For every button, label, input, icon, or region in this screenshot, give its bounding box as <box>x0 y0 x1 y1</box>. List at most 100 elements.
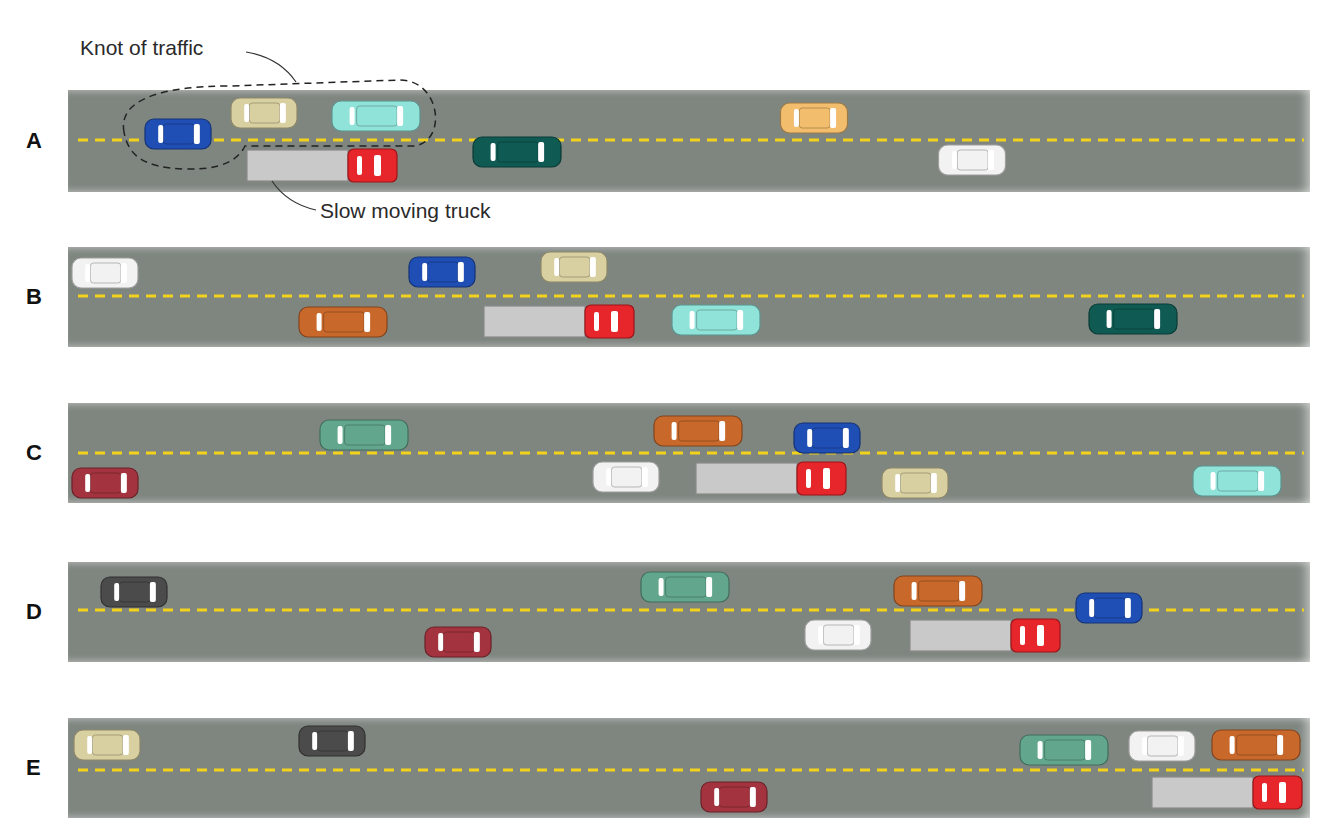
car-rear-window <box>85 264 90 282</box>
car-body <box>74 730 140 760</box>
car-symbol <box>299 307 387 337</box>
car-symbol <box>145 119 211 149</box>
car-roof <box>443 632 473 652</box>
truck-windshield <box>611 311 618 332</box>
car-rear-window <box>438 633 443 651</box>
road-band: B <box>68 247 1310 347</box>
car-roof <box>90 263 120 283</box>
car-rear-window <box>807 429 812 447</box>
car-roof <box>799 108 830 128</box>
car-roof <box>697 310 737 330</box>
car-windshield <box>121 473 127 493</box>
car-roof <box>1114 309 1154 329</box>
car-windshield <box>123 735 129 755</box>
car-roof <box>1147 736 1177 756</box>
car-windshield <box>737 310 743 330</box>
lane-divider <box>78 452 1304 455</box>
car-windshield <box>1258 471 1264 491</box>
truck-windshield <box>1279 782 1286 803</box>
car-windshield <box>385 425 391 445</box>
truck-cab <box>1253 776 1302 809</box>
car-body <box>794 423 860 453</box>
car-symbol <box>473 137 561 167</box>
panel-letter: E <box>26 755 41 781</box>
car-symbol <box>672 305 760 335</box>
car-symbol <box>805 620 871 650</box>
callout-label: Knot of traffic <box>80 36 203 60</box>
car-symbol <box>1089 304 1177 334</box>
car-symbol <box>1212 730 1300 760</box>
car-rear-window <box>244 104 249 122</box>
car-symbol <box>894 576 982 606</box>
car-rear-window <box>606 468 611 486</box>
car-rear-window <box>1038 741 1043 759</box>
lane-divider <box>78 769 1304 772</box>
car-roof <box>357 106 397 126</box>
road-band: E <box>68 718 1310 818</box>
car-rear-window <box>659 578 664 596</box>
car-body <box>231 98 297 128</box>
car-body <box>805 620 871 650</box>
car-windshield <box>590 257 596 277</box>
truck-rear-window <box>357 156 362 175</box>
car-roof <box>666 577 706 597</box>
car-roof <box>719 787 749 807</box>
car-windshield <box>348 731 354 751</box>
road-band: D <box>68 562 1310 662</box>
car-body <box>641 572 729 602</box>
car-symbol <box>939 145 1006 175</box>
car-body <box>1089 304 1177 334</box>
car-windshield <box>843 428 849 448</box>
car-rear-window <box>87 736 92 754</box>
car-rear-window <box>1142 737 1147 755</box>
car-body <box>701 782 767 812</box>
truck-symbol <box>910 619 1060 652</box>
car-symbol <box>1129 731 1195 761</box>
car-body <box>72 468 138 498</box>
car-roof <box>679 421 719 441</box>
car-symbol <box>654 416 742 446</box>
car-symbol <box>409 257 475 287</box>
car-symbol <box>74 730 140 760</box>
truck-symbol <box>696 462 846 495</box>
car-roof <box>919 581 959 601</box>
knot-outline <box>123 80 435 169</box>
car-symbol <box>1020 735 1108 765</box>
truck-rear-window <box>1020 626 1025 645</box>
car-symbol <box>593 462 659 492</box>
callout-label: Slow moving truck <box>320 199 490 223</box>
panel-letter: D <box>26 599 42 625</box>
car-body <box>320 420 408 450</box>
car-body <box>781 103 848 133</box>
car-rear-window <box>317 313 322 331</box>
truck-cab <box>585 305 634 338</box>
car-windshield <box>1085 740 1091 760</box>
car-roof <box>1218 471 1258 491</box>
car-roof <box>427 262 457 282</box>
car-windshield <box>959 581 965 601</box>
car-rear-window <box>912 582 917 600</box>
car-body <box>1076 593 1142 623</box>
car-symbol <box>299 726 365 756</box>
car-rear-window <box>422 263 427 281</box>
car-rear-window <box>952 151 957 169</box>
panel-letter: B <box>26 284 42 310</box>
car-symbol <box>641 572 729 602</box>
car-body <box>473 137 561 167</box>
truck-cab <box>797 462 846 495</box>
car-symbol <box>231 98 297 128</box>
panel-letter: A <box>26 128 42 154</box>
road-band: C <box>68 403 1310 503</box>
car-roof <box>957 150 988 170</box>
car-body <box>1129 731 1195 761</box>
car-body <box>1212 730 1300 760</box>
leader-line <box>246 52 296 82</box>
lane-divider <box>78 139 1304 142</box>
car-rear-window <box>350 107 355 125</box>
car-windshield <box>1277 735 1283 755</box>
car-windshield <box>719 421 725 441</box>
car-windshield <box>121 263 127 283</box>
car-symbol <box>72 468 138 498</box>
car-windshield <box>280 103 286 123</box>
